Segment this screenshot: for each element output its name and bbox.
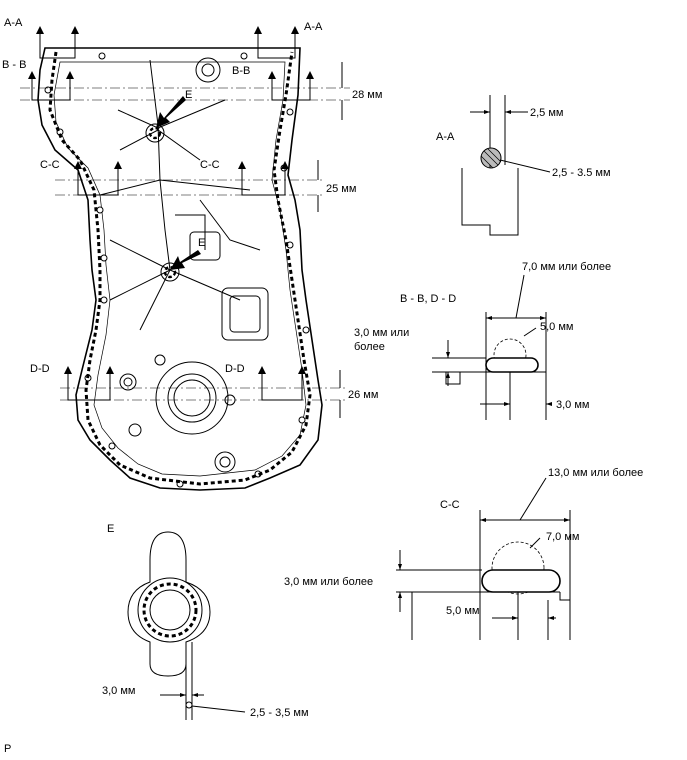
- label-bb-right: B-B: [232, 65, 250, 77]
- label-aa-top-right: A-A: [304, 21, 323, 33]
- detail-cc-bead: 7,0 мм: [546, 531, 579, 543]
- label-cc-left: C-C: [40, 159, 60, 171]
- detail-cc-title: C-C: [440, 499, 460, 511]
- footer-mark: P: [4, 743, 11, 755]
- label-aa-top-left: A-A: [4, 17, 23, 29]
- detail-cc-offset: 5,0 мм: [446, 605, 479, 617]
- detail-e: [127, 531, 246, 720]
- detail-e-width: 3,0 мм: [102, 685, 135, 697]
- detail-cc-height: 3,0 мм или более: [284, 576, 373, 588]
- detail-bb-min-width: 7,0 мм или более: [522, 261, 611, 273]
- detail-aa-bead: 2,5 - 3.5 мм: [552, 167, 611, 179]
- e-pointer-arrows: [156, 96, 201, 270]
- label-dd-right: D-D: [225, 363, 245, 375]
- detail-e-title: E: [107, 523, 114, 535]
- label-e-lower: E: [198, 237, 205, 249]
- label-e-upper: E: [185, 89, 192, 101]
- section-markers: [28, 26, 314, 401]
- detail-bb-bead: 5,0 мм: [540, 321, 573, 333]
- dimension-28mm: 28 мм: [352, 89, 382, 101]
- detail-bb-height-line2: более: [354, 341, 385, 353]
- label-bb-left: B - B: [2, 59, 26, 71]
- detail-cc: [396, 477, 571, 640]
- sealant-bead-path: [48, 51, 312, 486]
- detail-bb-offset: 3,0 мм: [556, 399, 589, 411]
- detail-bb-title: B - B, D - D: [400, 293, 456, 305]
- detail-bb-height-line1: 3,0 мм или: [354, 327, 409, 339]
- detail-cc-min-width: 13,0 мм или более: [548, 467, 643, 479]
- timing-chain-cover: [37, 47, 323, 491]
- dimension-25mm: 25 мм: [326, 183, 356, 195]
- label-dd-left: D-D: [30, 363, 50, 375]
- flange-bolt-holes: [44, 52, 310, 488]
- dimension-26mm: 26 мм: [348, 389, 378, 401]
- detail-e-bead: 2,5 - 3,5 мм: [250, 707, 309, 719]
- detail-aa-width: 2,5 мм: [530, 107, 563, 119]
- label-cc-mid: C-C: [200, 159, 220, 171]
- detail-bb-dd: [432, 274, 552, 420]
- detail-aa: [461, 95, 551, 236]
- detail-aa-title: A-A: [436, 131, 455, 143]
